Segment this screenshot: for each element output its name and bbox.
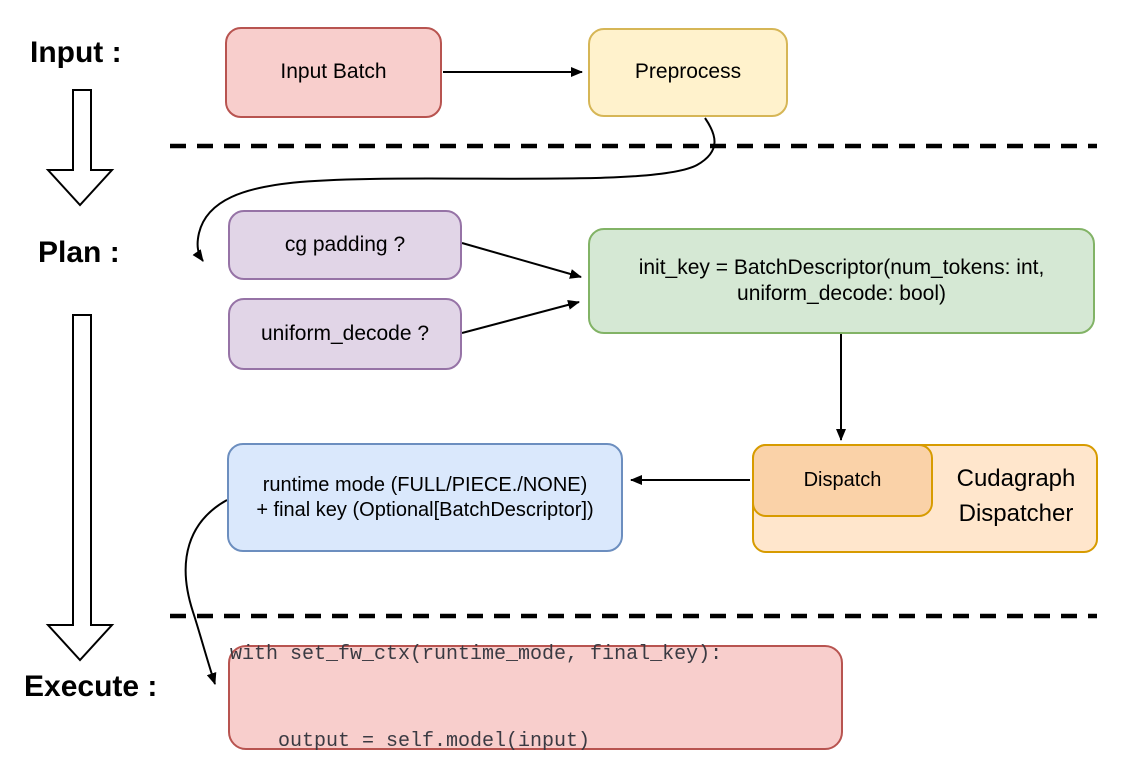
- node-input-batch: Input Batch: [225, 27, 442, 118]
- plan-to-execute-arrow-icon: [45, 314, 115, 662]
- node-init-key-line1: init_key = BatchDescriptor(num_tokens: i…: [638, 255, 1045, 279]
- node-runtime-mode: runtime mode (FULL/PIECE./NONE) + final …: [227, 443, 623, 552]
- node-dispatch: Dispatch: [752, 444, 933, 517]
- execute-code-line2: output = self.model(input): [230, 729, 591, 753]
- node-uniform-decode: uniform_decode ?: [228, 298, 462, 370]
- arrow-runtimemode-to-execute: [184, 499, 228, 685]
- arrow-preprocess-to-cgpadding: [192, 117, 716, 262]
- node-runtime-mode-line1: runtime mode (FULL/PIECE./NONE): [262, 473, 588, 496]
- node-cudagraph-dispatcher-label: Cudagraph Dispatcher: [938, 462, 1094, 532]
- node-cg-padding-label: cg padding ?: [284, 232, 406, 256]
- node-init-key-line2: uniform_decode: bool): [737, 282, 946, 305]
- node-uniform-decode-label: uniform_decode ?: [260, 321, 430, 345]
- stage-label-input: Input :: [30, 36, 122, 69]
- node-init-key: init_key = BatchDescriptor(num_tokens: i…: [588, 228, 1095, 334]
- node-cg-padding: cg padding ?: [228, 210, 462, 280]
- node-preprocess: Preprocess: [588, 28, 788, 117]
- cudagraph-label-line2: Dispatcher: [958, 499, 1074, 527]
- arrow-uniformdecode-to-initkey: [461, 299, 580, 334]
- cudagraph-label-line1: Cudagraph: [956, 465, 1076, 492]
- node-execute-code: with set_fw_ctx(runtime_mode, final_key)…: [228, 643, 843, 753]
- node-input-batch-label: Input Batch: [280, 60, 387, 84]
- execute-code-text: with set_fw_ctx(runtime_mode, final_key)…: [230, 582, 722, 770]
- node-runtime-mode-line2: + final key (Optional[BatchDescriptor]): [256, 498, 594, 521]
- stage-label-execute: Execute :: [24, 670, 158, 703]
- node-preprocess-label: Preprocess: [634, 60, 742, 84]
- stage-label-plan: Plan :: [38, 236, 120, 269]
- execute-code-line1: with set_fw_ctx(runtime_mode, final_key)…: [230, 642, 723, 666]
- node-dispatch-label: Dispatch: [803, 469, 882, 491]
- input-to-plan-arrow-icon: [45, 89, 115, 207]
- arrow-cgpadding-to-initkey: [461, 242, 582, 279]
